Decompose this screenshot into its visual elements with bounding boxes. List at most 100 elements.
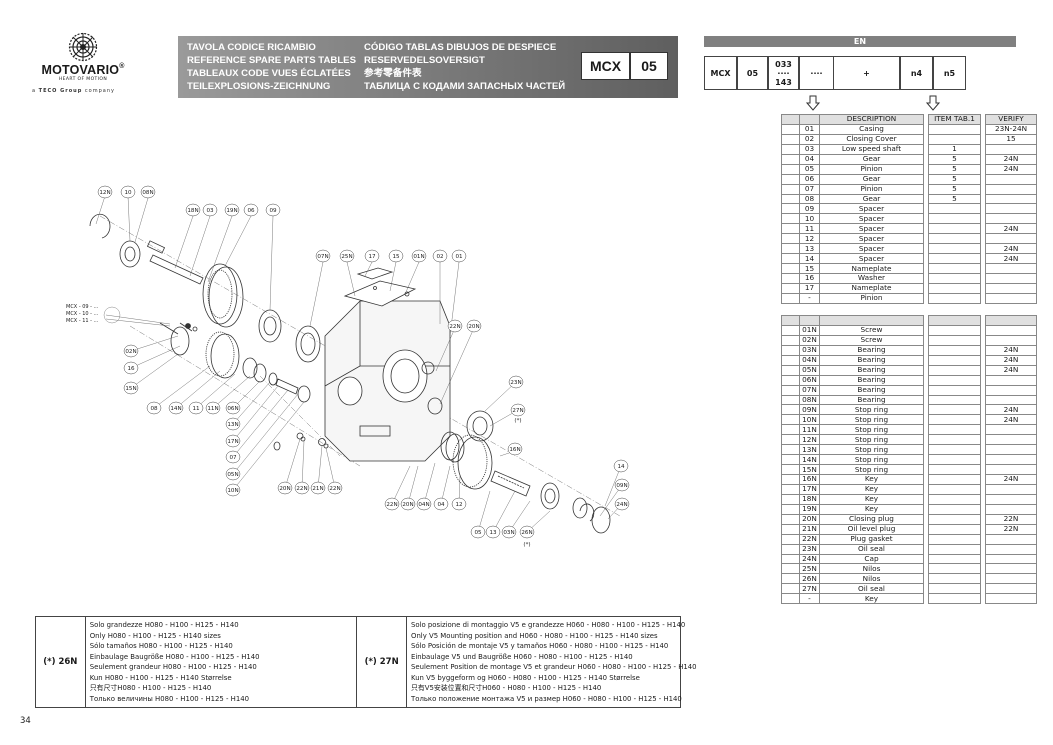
- table-header-verify: VERIFY: [985, 114, 1037, 125]
- footnote-line: Solo posizione di montaggio V5 e grandez…: [411, 621, 686, 629]
- table-cell-blank: [781, 153, 800, 165]
- table-cell-item: 5: [928, 193, 981, 205]
- table-cell-desc: Spacer: [819, 203, 924, 215]
- table-cell-blank: [781, 384, 800, 396]
- table-cell-desc: Closing Cover: [819, 133, 924, 145]
- table-cell-pos: 22N: [799, 533, 820, 545]
- table-cell-verify: [985, 334, 1037, 346]
- callout-label: (*): [523, 542, 530, 548]
- arrow-down-icon: [805, 95, 821, 111]
- table-cell-desc: Oil seal: [819, 543, 924, 555]
- table-cell-blank: [781, 444, 800, 456]
- table-cell-pos: -: [799, 292, 820, 304]
- table-cell-blank: [781, 143, 800, 155]
- code-ratio-box: 033 ···· 143: [768, 56, 799, 90]
- table-cell-pos: 05: [799, 163, 820, 175]
- table-cell-item: [928, 394, 981, 406]
- table-cell-verify: [985, 324, 1037, 336]
- table-cell-verify: [985, 563, 1037, 575]
- table-cell-blank: [781, 292, 800, 304]
- table-cell-blank: [781, 282, 800, 294]
- table-cell-verify: [985, 282, 1037, 294]
- callout-label: 16: [127, 366, 135, 372]
- footnote-line: Только величины H080 - H100 - H125 - H14…: [89, 694, 249, 703]
- table-cell-verify: [985, 434, 1037, 446]
- table-cell-desc: Spacer: [819, 233, 924, 245]
- table-cell-item: [928, 444, 981, 456]
- footnote-line: Einbaulage Baugröße H080 - H100 - H125 -…: [89, 652, 260, 661]
- callout-balloon: [277, 481, 293, 495]
- table-cell-item: [928, 374, 981, 386]
- table-cell-item: [928, 424, 981, 436]
- table-cell-pos: 14N: [799, 454, 820, 466]
- table-cell-blank: [781, 183, 800, 195]
- table-cell-item: [928, 543, 981, 555]
- table-cell-blank: [781, 334, 800, 346]
- callout-label: 20N: [279, 486, 290, 492]
- table-cell-pos: 04N: [799, 354, 820, 366]
- callout-balloon: [123, 381, 139, 395]
- table-cell-item: 5: [928, 153, 981, 165]
- table-cell-verify: [985, 493, 1037, 505]
- callout-label: 03: [206, 208, 214, 214]
- table-cell-verify: [985, 273, 1037, 284]
- footnote-26n-text: Solo grandezze H080 - H100 - H125 - H140…: [86, 617, 358, 707]
- table-cell-desc: Washer: [819, 273, 924, 284]
- callout-balloon: [447, 319, 463, 333]
- callout-balloon: [224, 203, 240, 217]
- callout-label: 15N: [125, 386, 136, 392]
- table-header-verify: [985, 315, 1037, 326]
- table-cell-item: [928, 454, 981, 466]
- callout-label: 05N: [227, 472, 238, 478]
- table-cell-pos: 24N: [799, 553, 820, 565]
- callout-label: 01: [455, 254, 463, 260]
- diagram-side-label: MCX - 10 - ...: [66, 311, 99, 317]
- page-number: 34: [20, 716, 31, 726]
- callout-balloon: [225, 483, 241, 497]
- table-cell-verify: 24N: [985, 344, 1037, 356]
- callout-label: 09N: [616, 483, 627, 489]
- callout-label: 18N: [187, 208, 198, 214]
- diagram-side-label: MCX - 11 - ...: [66, 318, 99, 324]
- table-cell-verify: 24N: [985, 364, 1037, 376]
- table-cell-pos: 23N: [799, 543, 820, 555]
- callout-label: 01N: [413, 254, 424, 260]
- table-cell-desc: Gear: [819, 173, 924, 185]
- table-cell-blank: [781, 563, 800, 575]
- table-cell-pos: 01N: [799, 324, 820, 336]
- table-cell-verify: 23N-24N: [985, 123, 1037, 135]
- callout-balloon: [225, 401, 241, 415]
- table-cell-desc: Spacer: [819, 253, 924, 265]
- header-titles-right: CÓDIGO TABLAS DIBUJOS DE DESPIECE RESERV…: [364, 41, 565, 93]
- table-cell-pos: 17N: [799, 483, 820, 495]
- callout-balloon: [614, 478, 630, 492]
- header-title-zh: 参考零备件表: [364, 68, 422, 79]
- callout-balloon: [364, 249, 380, 263]
- table-cell-desc: Spacer: [819, 213, 924, 225]
- table-cell-pos: 01: [799, 123, 820, 135]
- exploded-view-diagram: MCX - 09 - ... MCX - 10 - ... MCX - 11 -…: [66, 185, 630, 548]
- table-cell-pos: 03N: [799, 344, 820, 356]
- table-header-row: DESCRIPTION ITEM TAB.1 VERIFY: [781, 114, 1037, 125]
- footnote-line: Kun V5 byggeform og H060 - H080 - H100 -…: [411, 673, 640, 682]
- table-cell-verify: [985, 203, 1037, 215]
- table-cell-verify: 24N: [985, 474, 1037, 485]
- callout-balloon: [339, 249, 355, 263]
- table-cell-item: [928, 233, 981, 245]
- table-cell-pos: 10N: [799, 414, 820, 426]
